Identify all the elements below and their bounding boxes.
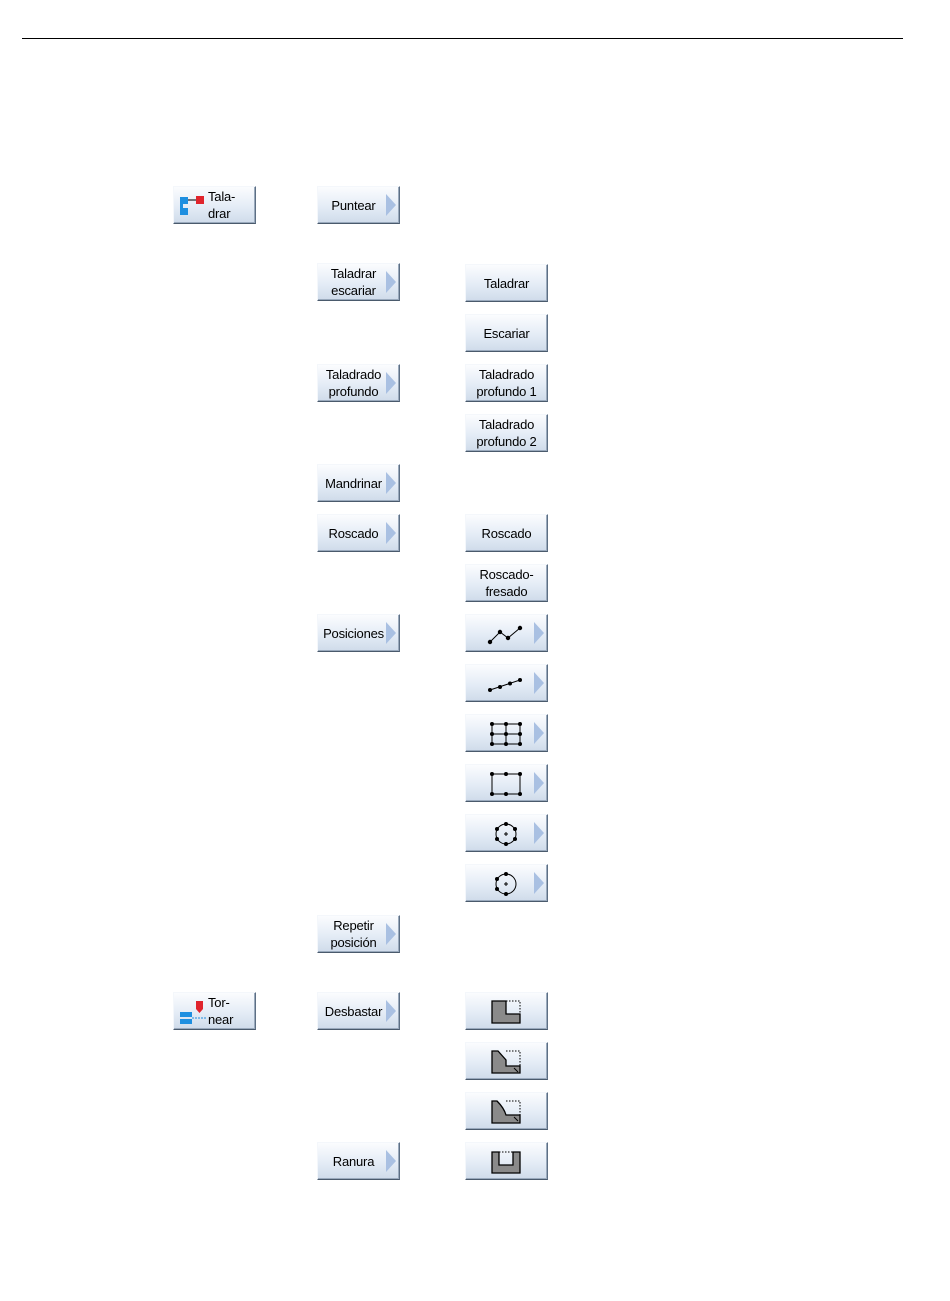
submenu-arrow-icon (385, 621, 397, 645)
submenu-arrow-icon (385, 193, 397, 217)
stock-removal-radius-icon (484, 1098, 532, 1126)
softkey-label: Roscado- fresado (466, 565, 547, 601)
softkey-label: Repetir posición (318, 916, 389, 952)
line-positions-icon (484, 670, 532, 698)
softkey-desbastar-radius[interactable] (465, 1092, 548, 1130)
softkey-desbastar-chamfer[interactable] (465, 1042, 548, 1080)
softkey-label: Ranura (318, 1143, 389, 1179)
submenu-arrow-icon (385, 521, 397, 545)
softkey-label: Roscado (318, 515, 389, 551)
softkey-label: Tor- near (208, 993, 255, 1029)
softkey-taladrado-profundo-2[interactable]: Taladrado profundo 2 (465, 414, 548, 452)
softkey-taladrado-profundo-1[interactable]: Taladrado profundo 1 (465, 364, 548, 402)
submenu-arrow-icon (385, 270, 397, 294)
softkey-label: Taladrado profundo 1 (466, 365, 547, 401)
softkey-label: Tala- drar (208, 187, 255, 223)
softkey-positions-grid[interactable] (465, 714, 548, 752)
header-rule (22, 38, 903, 39)
submenu-arrow-icon (533, 721, 545, 745)
softkey-tornear[interactable]: Tor- near (173, 992, 256, 1030)
softkey-positions-pitch-circle[interactable] (465, 864, 548, 902)
submenu-arrow-icon (533, 871, 545, 895)
softkey-taladrar[interactable]: Tala- drar (173, 186, 256, 224)
softkey-label: Puntear (318, 187, 389, 223)
groove-icon (484, 1148, 532, 1176)
softkey-desbastar-rectangle[interactable] (465, 992, 548, 1030)
softkey-positions-frame[interactable] (465, 764, 548, 802)
stock-removal-rectangle-icon (484, 998, 532, 1026)
softkey-label: Taladrado profundo (318, 365, 389, 401)
submenu-arrow-icon (533, 671, 545, 695)
grid-positions-icon (484, 720, 532, 748)
pitch-circle-positions-icon (484, 870, 532, 898)
softkey-label: Desbastar (318, 993, 389, 1029)
softkey-desbastar[interactable]: Desbastar (317, 992, 400, 1030)
submenu-arrow-icon (385, 922, 397, 946)
softkey-puntear[interactable]: Puntear (317, 186, 400, 224)
softkey-taladrar-escariar[interactable]: Taladrar escariar (317, 263, 400, 301)
submenu-arrow-icon (385, 371, 397, 395)
stock-removal-chamfer-icon (484, 1048, 532, 1076)
arbitrary-positions-icon (484, 620, 532, 648)
submenu-arrow-icon (533, 821, 545, 845)
softkey-label: Escariar (466, 315, 547, 351)
submenu-arrow-icon (385, 1149, 397, 1173)
softkey-label: Taladrar escariar (318, 264, 389, 300)
softkey-repetir-posicion[interactable]: Repetir posición (317, 915, 400, 953)
softkey-label: Taladrar (466, 265, 547, 301)
submenu-arrow-icon (385, 471, 397, 495)
turning-icon (178, 999, 208, 1025)
softkey-posiciones[interactable]: Posiciones (317, 614, 400, 652)
drill-icon (178, 193, 208, 219)
softkey-ranura-cycle[interactable] (465, 1142, 548, 1180)
softkey-positions-full-circle[interactable] (465, 814, 548, 852)
softkey-label: Mandrinar (318, 465, 389, 501)
softkey-label: Roscado (466, 515, 547, 551)
submenu-arrow-icon (385, 999, 397, 1023)
softkey-roscado-cycle[interactable]: Roscado (465, 514, 548, 552)
softkey-ranura[interactable]: Ranura (317, 1142, 400, 1180)
full-circle-positions-icon (484, 820, 532, 848)
softkey-label: Posiciones (318, 615, 389, 651)
softkey-positions-line[interactable] (465, 664, 548, 702)
softkey-roscado-fresado[interactable]: Roscado- fresado (465, 564, 548, 602)
frame-positions-icon (484, 770, 532, 798)
softkey-mandrinar[interactable]: Mandrinar (317, 464, 400, 502)
softkey-taladrar-cycle[interactable]: Taladrar (465, 264, 548, 302)
softkey-escariar[interactable]: Escariar (465, 314, 548, 352)
softkey-roscado[interactable]: Roscado (317, 514, 400, 552)
softkey-taladrado-profundo[interactable]: Taladrado profundo (317, 364, 400, 402)
submenu-arrow-icon (533, 621, 545, 645)
softkey-positions-arbitrary[interactable] (465, 614, 548, 652)
submenu-arrow-icon (533, 771, 545, 795)
softkey-label: Taladrado profundo 2 (466, 415, 547, 451)
